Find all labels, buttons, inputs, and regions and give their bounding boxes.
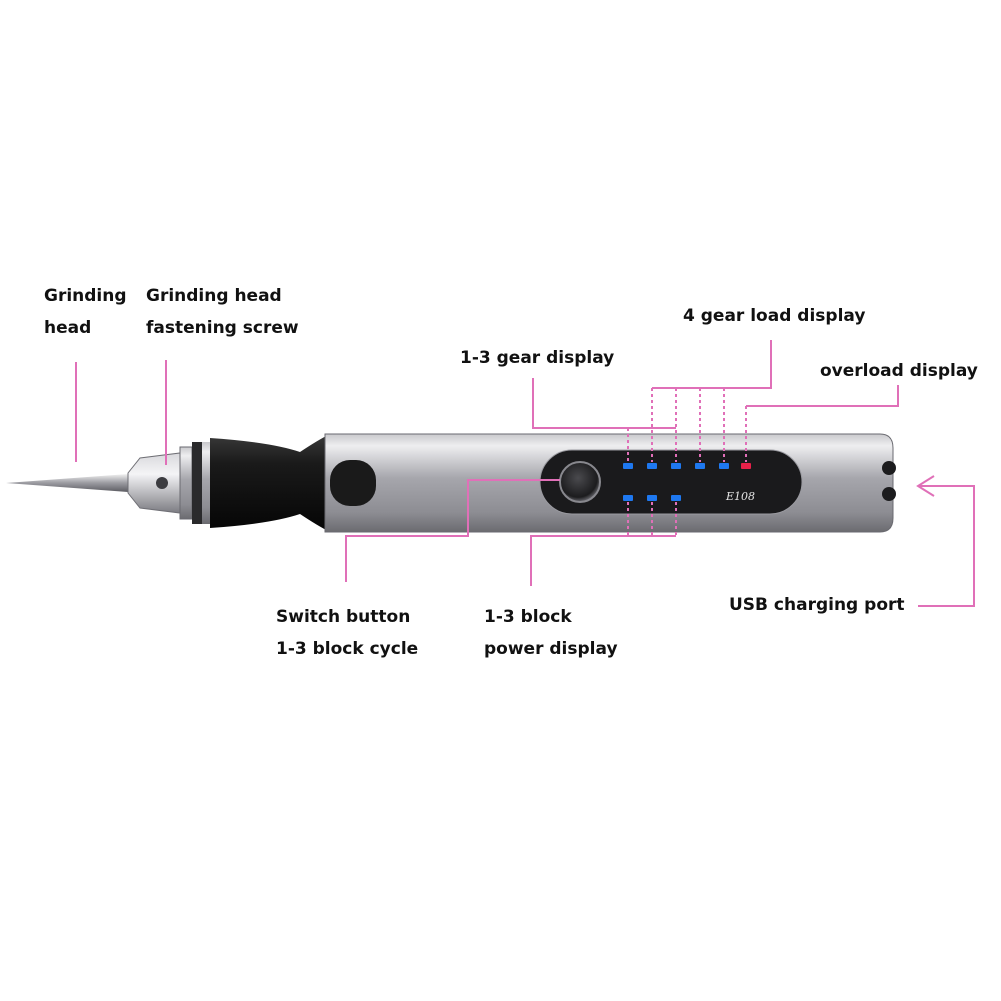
grinding-tip: [6, 474, 128, 492]
led-blue: [623, 463, 633, 469]
leader-switch-button: [345, 479, 560, 582]
led-blue: [671, 495, 681, 501]
leds-bottom-row: [623, 495, 681, 501]
led-blue: [719, 463, 729, 469]
leader-gear-display: [532, 378, 676, 429]
leader-overload: [746, 385, 899, 407]
led-blue: [647, 495, 657, 501]
led-blue: [695, 463, 705, 469]
leader-lines: [75, 340, 975, 607]
usb-port-cap: [882, 461, 896, 475]
model-text: E108: [725, 490, 755, 503]
fastening-screw-hole: [156, 477, 168, 489]
leader-gear-load: [652, 340, 772, 389]
leader-power-display: [530, 535, 676, 586]
usb-port-cap: [882, 487, 896, 501]
label-usb-port: USB charging port: [729, 595, 905, 615]
dotted-led-leaders: [627, 388, 747, 536]
label-overload-display: overload display: [820, 361, 978, 381]
leader-usb-port: [918, 485, 975, 607]
collar-ring: [202, 442, 210, 524]
chuck-collet: [127, 452, 181, 514]
usb-arrowhead: [916, 475, 935, 497]
led-red: [741, 463, 751, 469]
switch-button[interactable]: [559, 461, 601, 503]
rubber-grip: [210, 434, 330, 532]
led-blue: [647, 463, 657, 469]
led-blue: [623, 495, 633, 501]
leds-top-row: [623, 463, 751, 469]
label-gear-load-display: 4 gear load display: [683, 306, 866, 326]
led-blue: [671, 463, 681, 469]
slide-switch: [330, 460, 376, 506]
label-gear-display: 1-3 gear display: [460, 348, 615, 368]
collar-ring: [179, 446, 193, 520]
control-panel: [539, 449, 803, 515]
